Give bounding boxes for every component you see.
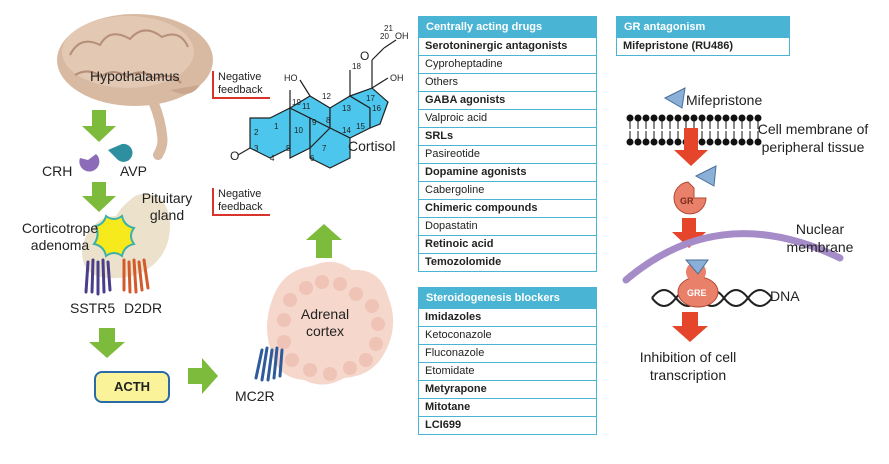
steroid-ho: HO xyxy=(284,73,298,83)
centrally-acting-row: Dopamine agonists xyxy=(419,163,596,181)
steroid-position-number: 8 xyxy=(326,116,331,125)
gr-antagonism-panel: GR antagonism Mifepristone (RU486) xyxy=(616,16,790,56)
green-arrow-down-2 xyxy=(82,182,116,212)
steroid-position-number: 13 xyxy=(342,104,351,113)
centrally-acting-row: Others xyxy=(419,73,596,91)
cell-membrane-label: Cell membrane of peripheral tissue xyxy=(757,121,869,155)
steroid-position-number: 14 xyxy=(342,126,351,135)
gr-antagonism-title: GR antagonism xyxy=(617,17,789,37)
steroid-position-number: 21 xyxy=(384,24,393,33)
steroid-position-number: 3 xyxy=(254,144,259,153)
avp-icon xyxy=(108,143,133,162)
gr-mechanism-illustration xyxy=(622,87,844,342)
centrally-acting-row: Retinoic acid xyxy=(419,235,596,253)
steroidogenesis-row: Mitotane xyxy=(419,398,596,416)
steroidogenesis-row: Fluconazole xyxy=(419,344,596,362)
steroid-position-number: 18 xyxy=(352,62,361,71)
steroid-position-number: 17 xyxy=(366,94,375,103)
gr-label: GR xyxy=(680,196,694,206)
steroid-position-number: 5 xyxy=(286,144,291,153)
red-arrow-1 xyxy=(674,128,708,166)
centrally-acting-row: Serotoninergic antagonists xyxy=(419,37,596,55)
steroid-position-number: 16 xyxy=(372,104,381,113)
steroid-position-number: 7 xyxy=(322,144,327,153)
mifepristone-bound-icon xyxy=(694,165,717,187)
negative-feedback-bottom: Negative feedback xyxy=(212,188,270,216)
mc2r-receptor-icon xyxy=(254,346,284,382)
hypothalamus-label: Hypothalamus xyxy=(90,68,180,84)
gre-label: GRE xyxy=(687,288,707,298)
centrally-acting-row: SRLs xyxy=(419,127,596,145)
pituitary-gland-label: Pituitary gland xyxy=(141,190,193,223)
steroid-position-number: 9 xyxy=(312,118,317,127)
gr-receptor-icon xyxy=(673,181,707,215)
green-arrow-down-3 xyxy=(89,328,125,358)
cell-membrane xyxy=(626,114,762,146)
green-arrow-right xyxy=(188,358,218,394)
mifepristone-icon xyxy=(663,87,686,109)
steroid-position-number: 4 xyxy=(270,154,275,163)
steroidogenesis-row: Imidazoles xyxy=(419,308,596,326)
steroid-o-ketone: O xyxy=(230,149,240,163)
adrenal-cortex-label: Adrenal cortex xyxy=(300,306,350,339)
centrally-acting-title: Centrally acting drugs xyxy=(419,17,596,37)
steroid-position-number: 12 xyxy=(322,92,331,101)
centrally-acting-row: Cabergoline xyxy=(419,181,596,199)
steroid-oh-21: OH xyxy=(395,31,409,41)
d2dr-label: D2DR xyxy=(124,300,163,316)
steroidogenesis-row: LCI699 xyxy=(419,416,596,434)
centrally-acting-row: Temozolomide xyxy=(419,253,596,271)
pituitary-gland-icon xyxy=(82,193,170,279)
nuclear-membrane-label: Nuclear membrane xyxy=(786,221,854,255)
green-arrow-down-1 xyxy=(82,110,116,142)
hpa-axis-illustration xyxy=(57,14,397,394)
red-arrow-3 xyxy=(672,312,708,342)
steroid-position-number: 10 xyxy=(294,126,303,135)
centrally-acting-row: Pasireotide xyxy=(419,145,596,163)
steroid-position-number: 20 xyxy=(380,32,389,41)
mc2r-label: MC2R xyxy=(235,388,275,404)
avp-label: AVP xyxy=(120,163,147,179)
steroidogenesis-row: Etomidate xyxy=(419,362,596,380)
crh-label: CRH xyxy=(42,163,73,179)
green-arrow-up xyxy=(306,224,342,258)
steroidogenesis-row: Ketoconazole xyxy=(419,326,596,344)
steroid-oh-17: OH xyxy=(390,73,404,83)
dna-label: DNA xyxy=(770,288,800,304)
steroid-position-number: 2 xyxy=(254,128,259,137)
steroidogenesis-row: Metyrapone xyxy=(419,380,596,398)
centrally-acting-row: Chimeric compounds xyxy=(419,199,596,217)
cortisol-structure xyxy=(237,39,397,169)
steroid-position-number: 1 xyxy=(274,122,279,131)
negative-feedback-top: Negative feedback xyxy=(212,71,270,99)
centrally-acting-row: Cyproheptadine xyxy=(419,55,596,73)
steroidogenesis-title: Steroidogenesis blockers xyxy=(419,288,596,308)
inhibition-label: Inhibition of cell transcription xyxy=(639,349,737,383)
acth-box: ACTH xyxy=(94,371,170,403)
d2dr-receptor-icon xyxy=(122,258,150,294)
cortisol-label: Cortisol xyxy=(348,138,396,154)
crh-icon xyxy=(79,154,100,172)
centrally-acting-row: Valproic acid xyxy=(419,109,596,127)
mifepristone-label: Mifepristone xyxy=(686,92,763,108)
steroid-position-number: 19 xyxy=(292,98,301,107)
brain-icon xyxy=(57,14,213,160)
adrenal-cortex-icon xyxy=(267,261,394,385)
centrally-acting-row: Dopastatin xyxy=(419,217,596,235)
centrally-acting-row: GABA agonists xyxy=(419,91,596,109)
sstr5-label: SSTR5 xyxy=(70,300,116,316)
mifepristone-nuclear-icon xyxy=(684,259,709,275)
steroid-position-number: 11 xyxy=(302,102,311,111)
centrally-acting-panel: Centrally acting drugs Serotoninergic an… xyxy=(418,16,597,272)
sstr5-receptor-icon xyxy=(84,258,112,296)
gr-antagonism-row: Mifepristone (RU486) xyxy=(617,37,789,55)
steroid-position-number: 15 xyxy=(356,122,365,131)
steroid-o-20: O xyxy=(360,49,370,63)
corticotrope-adenoma-label: Corticotrope adenoma xyxy=(21,220,99,253)
nuclear-membrane xyxy=(622,230,844,284)
steroid-position-number: 6 xyxy=(310,154,315,163)
